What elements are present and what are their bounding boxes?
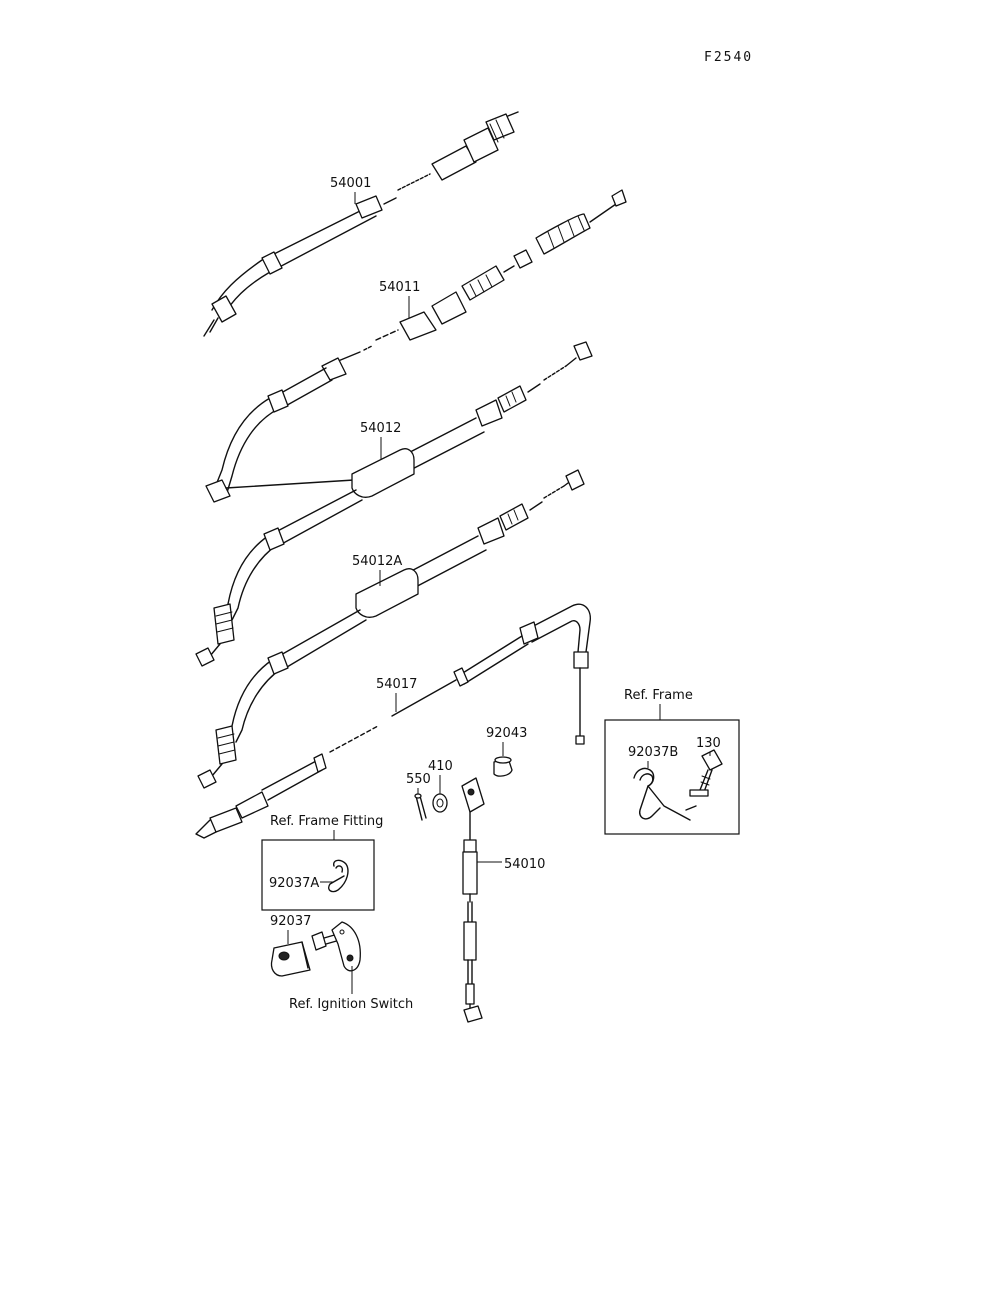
label-54012: 54012 — [360, 421, 401, 436]
label-410: 410 — [428, 759, 453, 774]
part-410 — [432, 793, 448, 813]
cable-54017 — [195, 603, 591, 839]
ref-ignition-switch-label: Ref. Ignition Switch — [289, 997, 413, 1012]
label-92037b: 92037B — [628, 745, 678, 760]
part-92037-clamp — [270, 941, 311, 977]
cable-54012 — [195, 341, 593, 667]
label-54010: 54010 — [504, 857, 545, 872]
label-54001: 54001 — [330, 176, 371, 191]
ref-frame-label: Ref. Frame — [624, 688, 693, 703]
ref-frame-group — [604, 719, 740, 835]
cable-54011 — [205, 189, 627, 503]
diagram-code: F2540 — [704, 50, 753, 65]
label-550: 550 — [406, 772, 431, 787]
cable-54001 — [203, 111, 519, 337]
ref-frame-fitting-label: Ref. Frame Fitting — [270, 814, 383, 829]
label-54012a: 54012A — [352, 554, 402, 569]
label-130: 130 — [696, 736, 721, 751]
label-92043: 92043 — [486, 726, 527, 741]
cable-54012a — [197, 469, 585, 789]
label-92037: 92037 — [270, 914, 311, 929]
cable-54010 — [461, 777, 485, 1023]
part-550 — [414, 793, 427, 821]
part-ignition-switch-bracket — [311, 921, 361, 972]
label-54017: 54017 — [376, 677, 417, 692]
part-92043 — [493, 756, 513, 777]
label-54011: 54011 — [379, 280, 420, 295]
ref-frame-fitting-group — [261, 839, 375, 911]
label-92037a: 92037A — [269, 876, 319, 891]
